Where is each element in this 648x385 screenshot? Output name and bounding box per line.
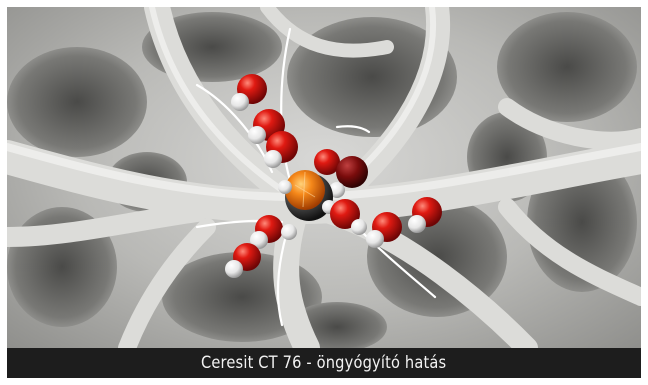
water-molecules bbox=[225, 74, 442, 278]
caption-bar: Ceresit CT 76 - öngyógyító hatás bbox=[7, 348, 641, 378]
foam-structure bbox=[7, 7, 641, 348]
scene-illustration bbox=[7, 7, 641, 348]
caption-text: Ceresit CT 76 - öngyógyító hatás bbox=[201, 353, 447, 373]
molecule-scene bbox=[7, 7, 641, 348]
image-frame: Ceresit CT 76 - öngyógyító hatás bbox=[7, 7, 641, 378]
